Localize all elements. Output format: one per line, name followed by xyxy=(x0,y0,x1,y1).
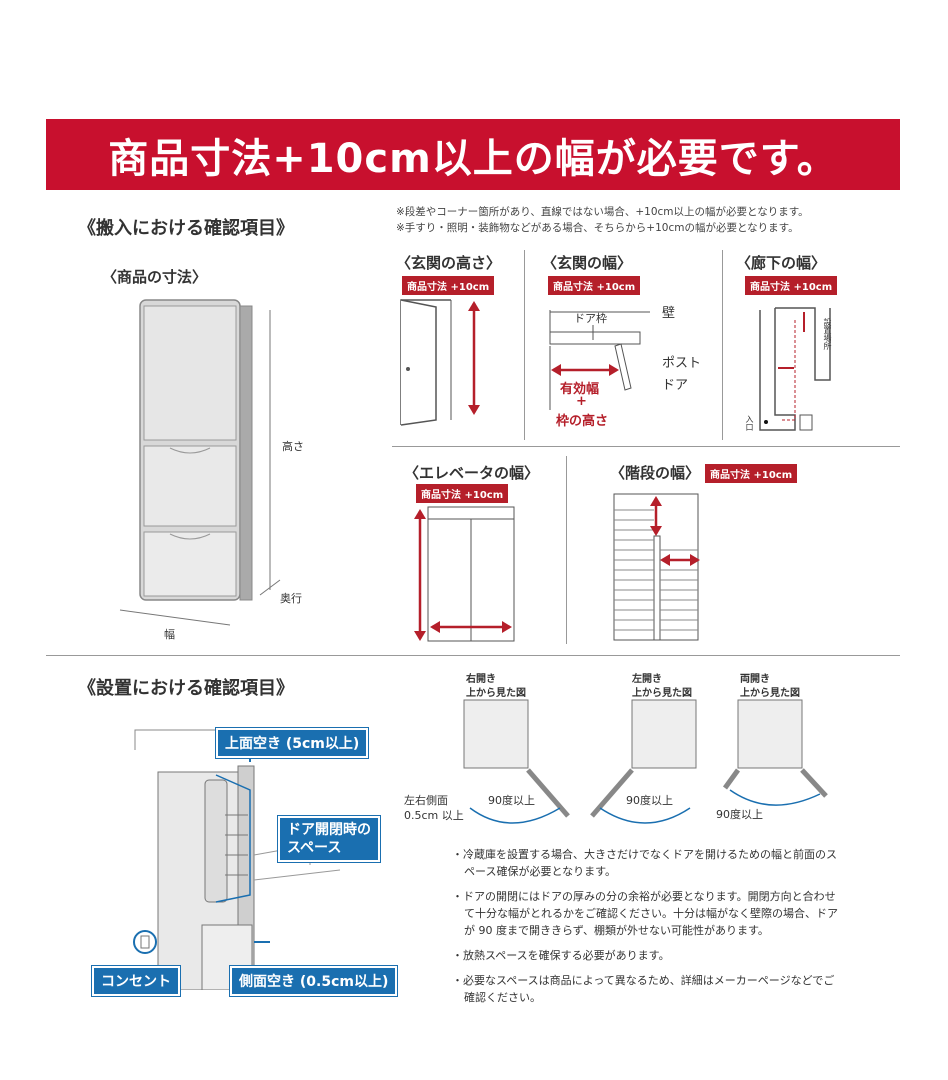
outlet-label: コンセント xyxy=(92,966,180,996)
installation-illustration xyxy=(133,729,341,990)
wall-label: 壁 xyxy=(662,306,676,321)
top-space-label: 上面空き (5cm以上) xyxy=(216,728,369,758)
note-item: ・冷蔵庫を設置する場合、大きさだけでなくドアを開けるための幅と前面のスペース確保… xyxy=(452,848,837,878)
height-label: 高さ xyxy=(282,440,304,453)
stairs-width-title: 〈階段の幅〉 xyxy=(610,464,701,482)
door-space-line1: ドア開閉時の xyxy=(287,822,371,838)
install-place-label: 設置場所 xyxy=(823,318,832,350)
left-open-view: 上から見た図 xyxy=(632,688,692,699)
note-item: ・必要なスペースは商品によって異なるため、詳細はメーカーページなどでご確認くださ… xyxy=(452,974,835,1004)
post-label: ポスト xyxy=(662,356,702,371)
carry-in-note-2: ※手すり・照明・装飾物などがある場合、そちらから+10cmの幅が必要となります。 xyxy=(396,222,799,234)
entrance-width-title: 〈玄関の幅〉 xyxy=(542,254,633,272)
carry-in-title: 《搬入における確認項目》 xyxy=(78,218,294,239)
note-item: ・ドアの開閉にはドアの厚みの分の余裕が必要となります。開閉方向と合わせて十分な幅… xyxy=(452,890,838,937)
door-space-label: ドア開閉時の スペース xyxy=(278,816,380,862)
stairs-diagram xyxy=(613,493,700,641)
carry-in-note-1: ※段差やコーナー箇所があり、直線ではない場合、+10cm以上の幅が必要となります… xyxy=(396,206,809,218)
fridge-illustration xyxy=(119,299,281,626)
right-open-angle: 90度以上 xyxy=(488,794,535,807)
product-dims-title: 〈商品の寸法〉 xyxy=(102,268,208,286)
hallway-diagram xyxy=(759,307,831,431)
door-label: ドア xyxy=(662,378,689,393)
right-open-view: 上から見た図 xyxy=(466,688,526,699)
right-open-label: 右開き xyxy=(466,674,496,685)
entrance-height-diagram xyxy=(400,299,480,426)
plus-sign: + xyxy=(576,394,587,409)
effective-width-label: 有効幅 xyxy=(560,382,600,397)
double-open-label: 両開き xyxy=(740,674,770,685)
elevator-width-title: 〈エレベータの幅〉 xyxy=(404,464,540,482)
hallway-width-title: 〈廊下の幅〉 xyxy=(736,254,827,272)
left-open-label: 左開き xyxy=(632,674,662,685)
entrance-height-title: 〈玄関の高さ〉 xyxy=(396,254,502,272)
entrance-width-tag: 商品寸法 +10cm xyxy=(548,276,641,295)
side-note-1: 左右側面 xyxy=(404,794,448,807)
door-frame-label: ドア枠 xyxy=(574,312,607,325)
left-open-angle: 90度以上 xyxy=(626,794,673,807)
width-label: 幅 xyxy=(164,628,175,641)
elevator-width-tag: 商品寸法 +10cm xyxy=(416,484,509,503)
entrance-height-tag: 商品寸法 +10cm xyxy=(402,276,495,295)
double-open-view: 上から見た図 xyxy=(740,688,800,699)
entrance-width-diagram xyxy=(549,310,650,410)
double-open-angle: 90度以上 xyxy=(716,808,763,821)
note-item: ・放熱スペースを確保する必要があります。 xyxy=(452,949,670,962)
side-note-2: 0.5cm 以上 xyxy=(404,809,464,822)
door-swing-diagrams xyxy=(463,699,828,824)
hallway-width-tag: 商品寸法 +10cm xyxy=(745,276,838,295)
hallway-entrance-label: 入口 xyxy=(745,415,754,431)
stairs-width-tag: 商品寸法 +10cm xyxy=(705,464,798,483)
installation-title: 《設置における確認項目》 xyxy=(78,678,294,699)
elevator-diagram xyxy=(414,506,515,642)
headline-banner: 商品寸法+10cm以上の幅が必要です。 xyxy=(46,119,900,190)
depth-label: 奥行 xyxy=(280,592,302,605)
frame-height-label: 枠の高さ xyxy=(556,414,609,429)
installation-notes: ・冷蔵庫を設置する場合、大きさだけでなくドアを開けるための幅と前面のスペース確保… xyxy=(452,846,842,1014)
door-space-line2: スペース xyxy=(287,840,342,856)
side-space-label: 側面空き (0.5cm以上) xyxy=(230,966,398,996)
